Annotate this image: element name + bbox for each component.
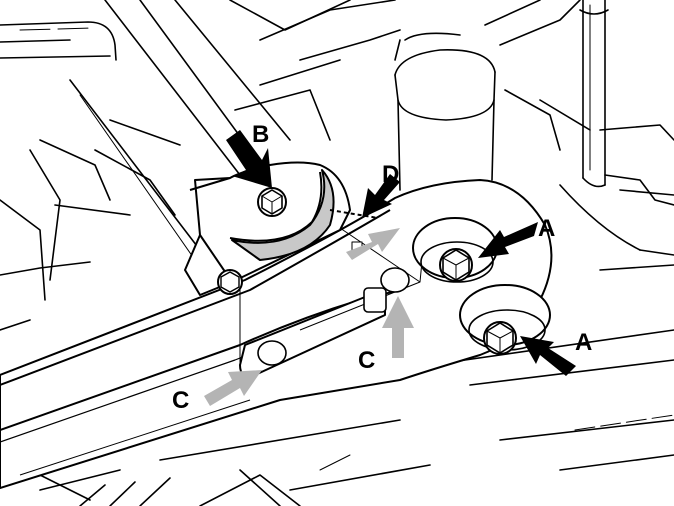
bushing-sleeve xyxy=(231,169,335,261)
arrow-c-lower xyxy=(204,370,262,406)
bushing-bracket xyxy=(184,161,379,296)
bolt-boss-lower xyxy=(459,284,551,355)
label-a-lower: A xyxy=(575,329,592,356)
label-c-lower: C xyxy=(172,387,189,414)
gray-arrows xyxy=(204,228,414,406)
black-arrows xyxy=(226,130,576,376)
arrow-a-lower xyxy=(520,336,576,376)
arrow-c-upper xyxy=(346,228,400,260)
label-c-mid: C xyxy=(358,347,375,374)
c-bolts xyxy=(257,267,410,366)
arrow-a-upper xyxy=(478,222,538,258)
callout-labels: B D A A C C xyxy=(172,121,592,414)
arrow-c-mid xyxy=(382,296,414,358)
bolt-boss-upper xyxy=(412,217,498,283)
label-b: B xyxy=(252,121,269,148)
arrow-d xyxy=(362,174,400,218)
arrow-b xyxy=(226,130,272,188)
label-a-upper: A xyxy=(538,215,555,242)
label-d: D xyxy=(382,161,399,188)
